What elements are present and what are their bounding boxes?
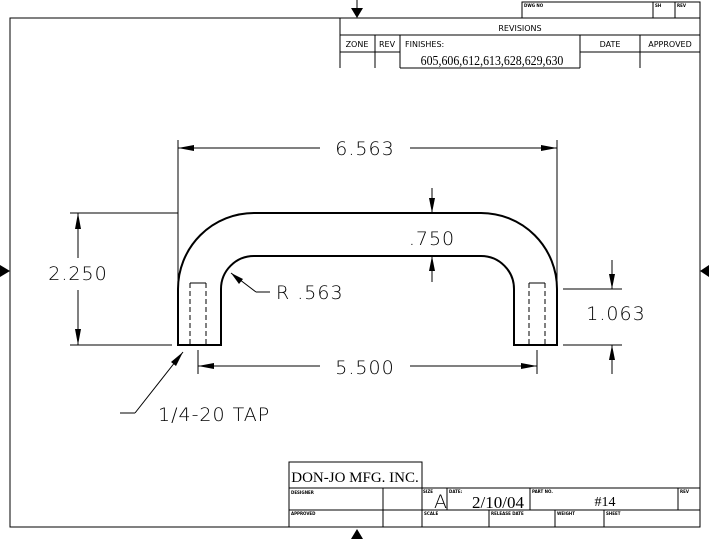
top-rev-label: REV — [677, 3, 687, 8]
left-center-arrow-icon — [0, 265, 10, 277]
title-block: DON-JO MFG. INC. DESIGNER APPROVED SIZE … — [288, 461, 700, 527]
rev-header: REV — [379, 40, 396, 49]
dimension-hole-spacing: 5.500 — [197, 350, 538, 379]
dimension-leg-height: 1.063 — [563, 260, 645, 374]
size-label: SIZE — [423, 489, 433, 494]
date-value: 2/10/04 — [472, 493, 524, 512]
tapped-holes — [189, 282, 546, 345]
size-value: A — [434, 491, 448, 513]
hole-spacing-label: 5.500 — [335, 357, 394, 379]
revisions-title: REVISIONS — [498, 24, 541, 33]
dwg-no-label: DWG NO — [524, 3, 544, 8]
dimension-overall-height: 2.250 — [48, 212, 178, 346]
overall-height-label: 2.250 — [48, 263, 107, 285]
company-name: DON-JO MFG. INC. — [291, 470, 419, 486]
dimension-thickness: .750 — [409, 188, 455, 282]
release-date-label: RELEASE DATE — [491, 511, 524, 516]
title-rev-label: REV — [680, 489, 690, 494]
weight-label: WEIGHT — [557, 511, 575, 516]
finishes-header: FINISHES: — [405, 40, 444, 49]
sheet-label: SHEET — [606, 511, 621, 516]
dimension-overall-width: 6.563 — [177, 138, 558, 285]
part-no-value: #14 — [595, 495, 616, 510]
revisions-block: REVISIONS ZONE REV FINISHES: DATE APPROV… — [339, 18, 700, 69]
inner-radius-label: R .563 — [276, 282, 344, 304]
finishes-value: 605,606,612,613,628,629,630 — [421, 52, 564, 68]
leg-height-label: 1.063 — [586, 303, 645, 325]
approved-label: APPROVED — [291, 511, 316, 516]
right-center-arrow-icon — [700, 265, 709, 277]
thickness-label: .750 — [409, 228, 455, 250]
overall-width-label: 6.563 — [335, 138, 394, 160]
date-label: DATE: — [449, 489, 463, 494]
date-header: DATE — [600, 40, 621, 49]
dimension-inner-radius: R .563 — [230, 272, 344, 304]
tap-note-label: 1/4-20 TAP — [158, 404, 270, 426]
zone-header: ZONE — [346, 40, 369, 49]
part-no-label: PART NO. — [532, 489, 553, 494]
approved-header: APPROVED — [648, 40, 692, 49]
scale-label: SCALE — [424, 511, 438, 516]
drawing-border — [9, 17, 701, 528]
tap-note: 1/4-20 TAP — [120, 351, 270, 426]
bottom-center-arrow-icon — [351, 529, 363, 539]
sh-label: SH — [655, 3, 661, 8]
dwg-number-block: DWG NO SH REV — [521, 1, 701, 19]
top-center-arrow-icon — [351, 0, 363, 18]
handle-outline — [177, 212, 558, 346]
designer-label: DESIGNER — [291, 490, 314, 495]
